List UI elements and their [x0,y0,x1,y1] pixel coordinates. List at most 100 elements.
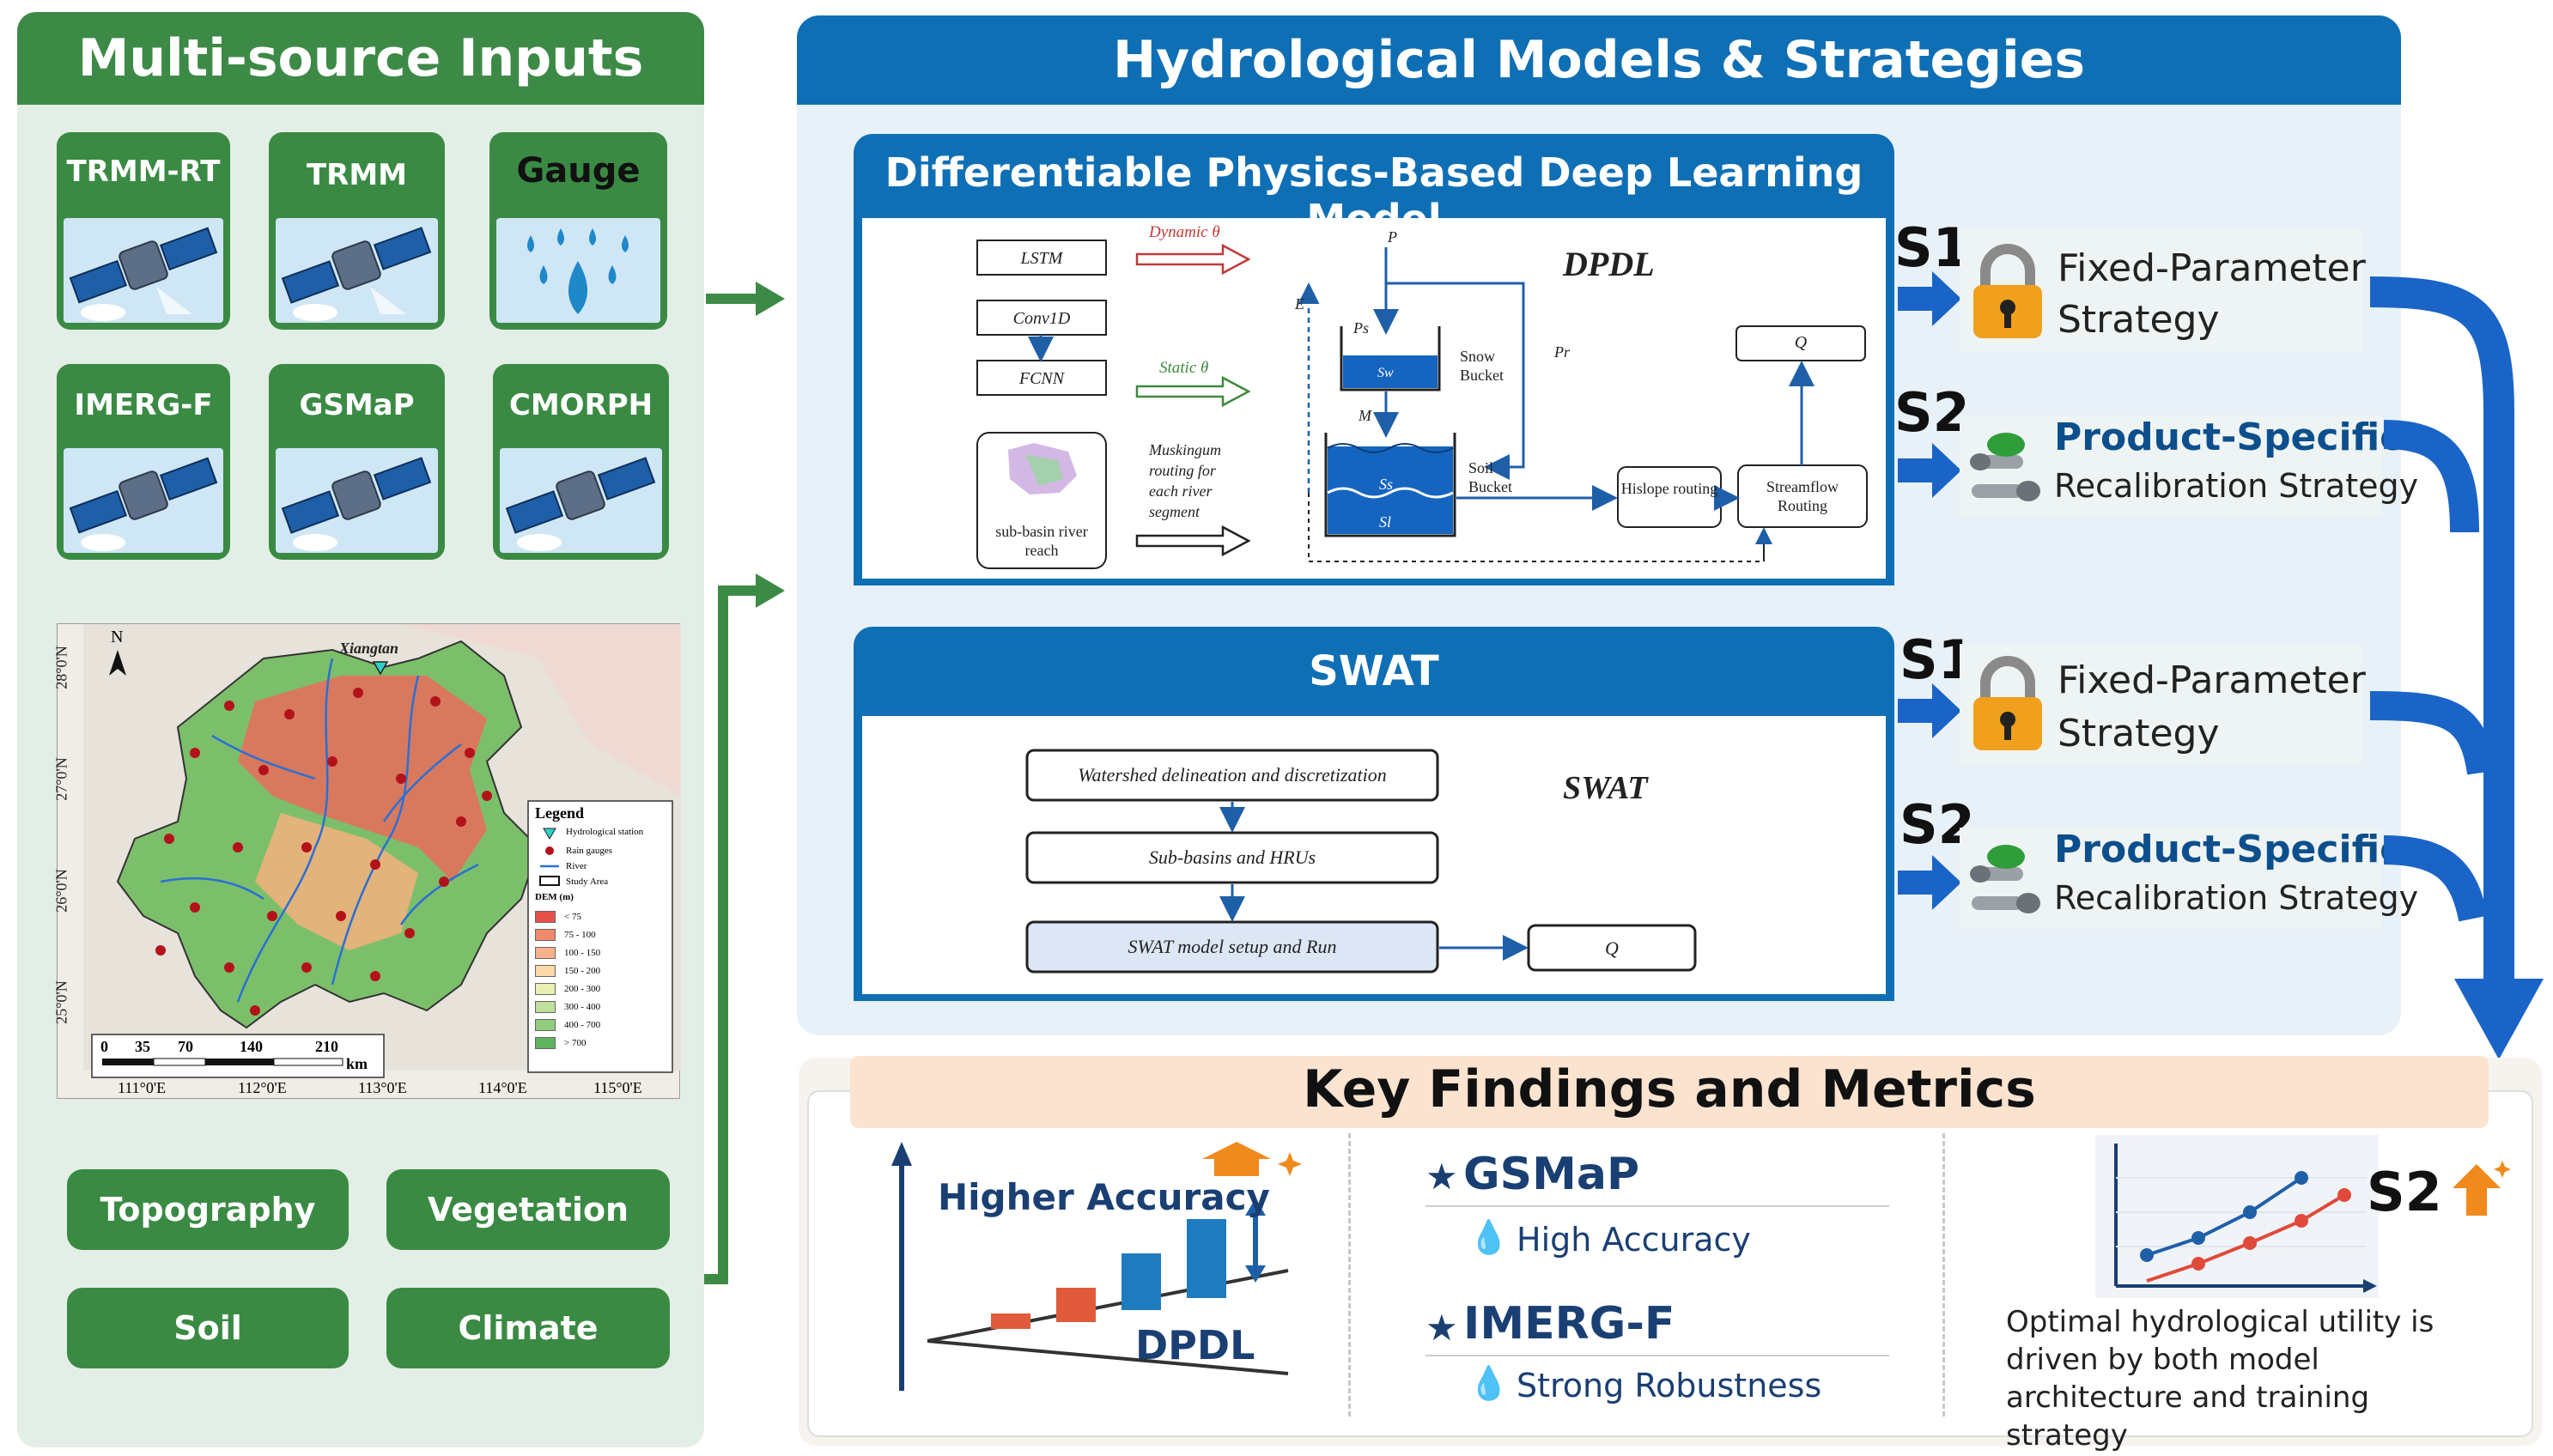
dem-legend-item: 75 - 100 [535,925,672,943]
legend-item: Hydrological station [566,827,644,837]
product-tile: TRMM-RT [57,132,230,330]
strategy-line1: Fixed-Parameter [2058,246,2366,290]
rain-drops-icon [496,218,660,323]
lock-icon [1973,244,2042,338]
models-panel-title: Hydrological Models & Strategies [797,15,2401,105]
product-label: CMORPH [508,388,653,422]
product-tile: GSMaP [269,364,445,560]
swat-step: SWAT model setup and Run [1128,936,1337,957]
m-label: M [1359,407,1371,424]
divider [1942,1133,1945,1417]
product-label: TRMM-RT [66,155,221,189]
product-tile: Gauge [489,132,667,330]
blue-arrow-icon [1898,855,1961,910]
product-tile: IMERG-F [57,364,230,560]
product-label: Gauge [516,151,641,191]
dem-legend-item: 400 - 700 [535,1016,672,1034]
lon-tick: 113°0'E [358,1079,407,1096]
dem-swatch [535,928,556,941]
divider [1348,1133,1351,1417]
star-icon: ★ [1425,1156,1458,1197]
north-label: N [111,628,124,646]
strategy-line1: Product-Specific [2054,416,2403,459]
fcnn-box: FCNN [1018,369,1065,388]
legend-title: Legend [535,804,585,822]
dem-legend-item: 150 - 200 [535,962,672,980]
toggle-switch-icon [1970,433,2040,501]
dem-swatch [535,1000,556,1013]
legend-item: Study Area [566,877,609,887]
muskingum-label: Muskingum routing for each river segment [1149,441,1221,520]
dem-class-label: < 75 [564,911,581,922]
dem-legend-item: 200 - 300 [535,980,672,998]
sw-label: Sw [1377,366,1394,380]
legend-item: River [566,861,587,871]
dem-legend-item: 100 - 150 [535,943,672,962]
subbasin-box: sub-basin river reach [995,523,1088,559]
strategy-line2: Strategy [2058,712,2220,755]
dem-class-label: 75 - 100 [564,929,596,940]
swat-step: Watershed delineation and discretization [1078,764,1387,786]
p-label: P [1388,228,1397,246]
topography-button: Topography [67,1169,349,1250]
blue-arrow-icon [1898,443,1961,498]
star-icon: ★ [1425,1307,1458,1348]
ss-label: Ss [1379,476,1394,493]
blue-arrow-icon [1898,683,1961,738]
dem-class-label: 300 - 400 [564,1001,601,1012]
satellite-icon [276,218,438,323]
dem-class-label: 400 - 700 [564,1019,601,1030]
dem-legend-item: 300 - 400 [535,998,672,1016]
product-label: IMERG-F [74,388,213,422]
inputs-panel-title: Multi-source Inputs [17,12,704,105]
strategy-line2: Strategy [2058,298,2220,342]
gsmap-finding: GSMaP [1463,1149,1640,1200]
satellite-icon [500,448,662,553]
scale-value: 140 [240,1038,263,1055]
scale-value: 0 [100,1038,108,1055]
swat-diagram: Watershed delineation and discretization… [862,716,1886,994]
soil-bucket-label: Soil Bucket [1468,459,1512,495]
strategy-line2: Recalibration Strategy [2054,467,2419,505]
gsmap-note: High Accuracy [1517,1221,1751,1259]
dem-swatch [535,1018,556,1031]
product-tile: CMORPH [493,364,669,560]
study-area-map: Xiangtan N 28°0'N 27°0'N 26°0'N 25°0'N 0… [53,623,681,1099]
q-box: Q [1794,333,1808,352]
product-label: GSMaP [299,388,415,422]
blue-arrow-icon [1898,271,1961,326]
product-label: TRMM [306,158,408,192]
dem-legend-item: > 700 [535,1034,672,1052]
streamflow-box: Streamflow Routing [1766,478,1839,514]
legend-item: Rain gauges [566,846,613,856]
conclusion-text: Optimal hydrological utility is driven b… [2006,1305,2434,1453]
scale-unit: km [346,1055,368,1072]
dem-legend-item: < 75 [535,907,672,925]
dem-class-label: > 700 [564,1037,587,1048]
satellite-icon [64,218,223,323]
strategy-tag: S2 [1894,381,1970,444]
s2-finding-tag: S2 [2367,1161,2442,1223]
product-tile: TRMM [269,132,445,330]
lon-tick: 114°0'E [478,1079,527,1096]
swat-step: Sub-basins and HRUs [1148,846,1316,868]
dynamic-theta-label: Dynamic θ [1149,223,1220,241]
scale-value: 70 [178,1038,193,1055]
orange-up-arrow-icon [2453,1161,2511,1216]
hillslope-box: Hislope routing [1620,480,1718,497]
dpdl-diagram: LSTM Conv1D FCNN sub-basin river reach D… [862,218,1886,579]
strategy-tag: S1 [1894,216,1970,279]
accuracy-label: Higher Accuracy [938,1176,1270,1218]
dem-class-label: 100 - 150 [564,947,601,958]
static-theta-label: Static θ [1159,359,1209,377]
satellite-icon [276,448,438,553]
station-label: Xiangtan [339,640,399,657]
dem-swatch [535,946,556,959]
satellite-icon [64,448,223,553]
vegetation-button: Vegetation [386,1169,670,1250]
imerg-finding: IMERG-F [1463,1298,1675,1350]
dem-swatch [535,910,556,923]
accuracy-bar-illustration [891,1142,1302,1391]
